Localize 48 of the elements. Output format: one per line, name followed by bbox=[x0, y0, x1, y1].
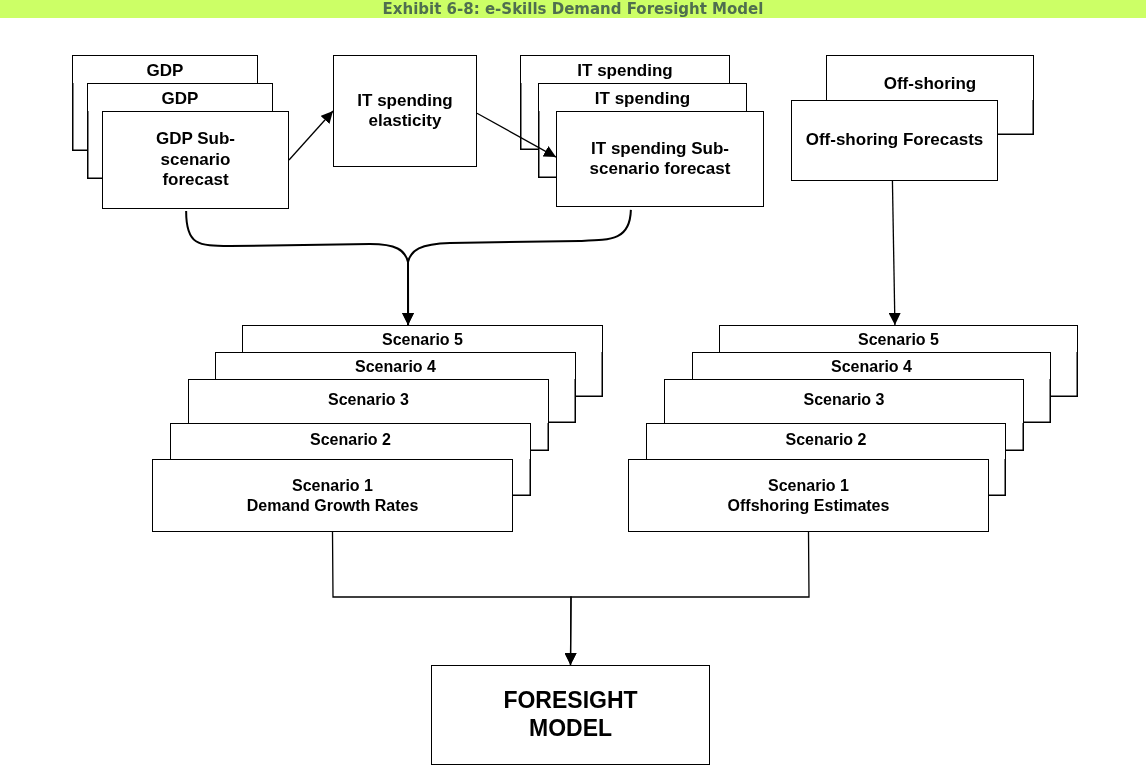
arrow bbox=[564, 531, 810, 666]
scenario-box bbox=[628, 459, 989, 532]
node-label: GDP bbox=[161, 89, 199, 110]
node-label: Scenario 2 bbox=[310, 430, 391, 450]
node-label: IT spending elasticity bbox=[356, 90, 454, 132]
scenario-box bbox=[242, 325, 603, 352]
process-box bbox=[102, 111, 289, 209]
node-label: GDP bbox=[146, 61, 184, 82]
result-box bbox=[431, 665, 710, 765]
stacked-box bbox=[826, 55, 1034, 100]
process-box bbox=[791, 100, 998, 181]
arrow bbox=[476, 112, 557, 158]
node-label: IT spending Sub-scenario forecast bbox=[588, 138, 732, 180]
node-label: GDP Sub-scenario forecast bbox=[155, 129, 236, 191]
node-label: Off-shoring Forecasts bbox=[805, 130, 984, 151]
node-label: Scenario 1 bbox=[292, 476, 373, 496]
scenario-box bbox=[664, 379, 1024, 423]
scenario-box bbox=[170, 423, 531, 459]
scenario-box bbox=[188, 379, 549, 423]
node-label: Scenario 5 bbox=[382, 330, 463, 350]
node-label: IT spending bbox=[577, 61, 673, 82]
node-label: Offshoring Estimates bbox=[727, 495, 890, 515]
scenario-box bbox=[719, 325, 1078, 352]
process-box bbox=[333, 55, 477, 167]
stacked-box bbox=[520, 55, 730, 83]
arrow bbox=[288, 110, 334, 161]
scenario-box bbox=[692, 352, 1051, 379]
node-label: Scenario 1 bbox=[768, 476, 849, 496]
node-label: FORESIGHT MODEL bbox=[502, 687, 639, 743]
node-label: Off-shoring bbox=[883, 74, 977, 95]
node-label: Scenario 4 bbox=[831, 357, 912, 377]
stacked-box bbox=[538, 83, 747, 111]
scenario-box bbox=[646, 423, 1006, 459]
node-label: Scenario 2 bbox=[785, 430, 867, 450]
title-bar: Exhibit 6-8: e-Skills Demand Foresight Model bbox=[0, 0, 1146, 18]
stacked-box bbox=[72, 55, 258, 83]
node-label: Demand Growth Rates bbox=[246, 495, 419, 515]
arrow bbox=[888, 180, 901, 326]
node-label: Scenario 5 bbox=[858, 330, 939, 350]
scenario-box bbox=[152, 459, 513, 532]
node-label: Scenario 4 bbox=[355, 357, 436, 377]
brace-arrow bbox=[402, 208, 632, 326]
node-label: Scenario 3 bbox=[803, 390, 885, 410]
node-label: Scenario 3 bbox=[328, 390, 409, 410]
stacked-box bbox=[87, 83, 273, 111]
scenario-box bbox=[215, 352, 576, 379]
node-label: IT spending bbox=[594, 89, 691, 110]
process-box bbox=[556, 111, 764, 207]
